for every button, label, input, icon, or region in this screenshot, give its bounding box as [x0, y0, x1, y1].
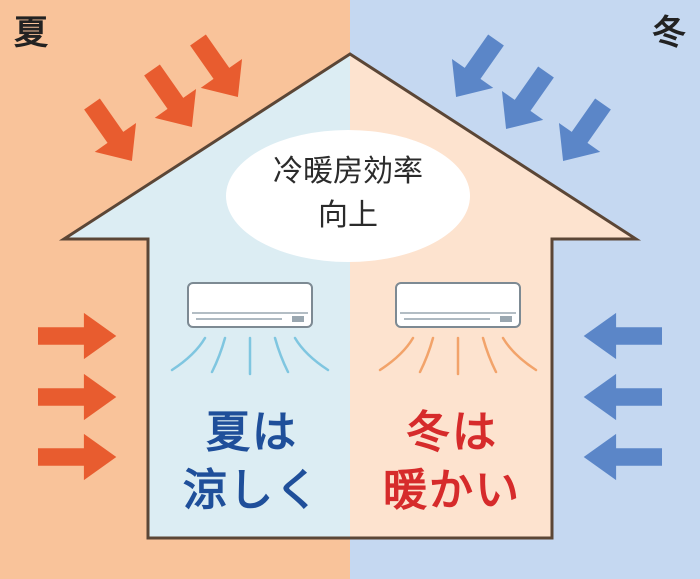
- efficiency-line-2: 向上: [318, 198, 378, 233]
- house-outline: [58, 52, 642, 540]
- cool-caption-line-2: 涼しく: [183, 465, 321, 516]
- warm-air-conditioner-icon: [395, 282, 521, 328]
- cool-airflow: [170, 336, 330, 376]
- warm-caption-line-2: 暖かい: [383, 465, 521, 516]
- efficiency-bubble: [226, 130, 470, 262]
- winter-wall-arrows: [583, 312, 662, 481]
- warm-airflow: [378, 336, 538, 376]
- winter-warm-caption: 冬は 暖かい: [352, 404, 552, 520]
- warm-caption-line-1: 冬は: [406, 407, 498, 458]
- winter-label: 冬: [652, 13, 686, 53]
- summer-label: 夏: [14, 13, 48, 53]
- cool-caption-line-1: 夏は: [206, 407, 298, 458]
- efficiency-line-1: 冷暖房効率: [273, 154, 423, 189]
- summer-cool-caption: 夏は 涼しく: [152, 404, 352, 520]
- efficiency-text: 冷暖房効率 向上: [228, 150, 468, 238]
- cool-air-conditioner-icon: [187, 282, 313, 328]
- summer-wall-arrows: [38, 312, 117, 481]
